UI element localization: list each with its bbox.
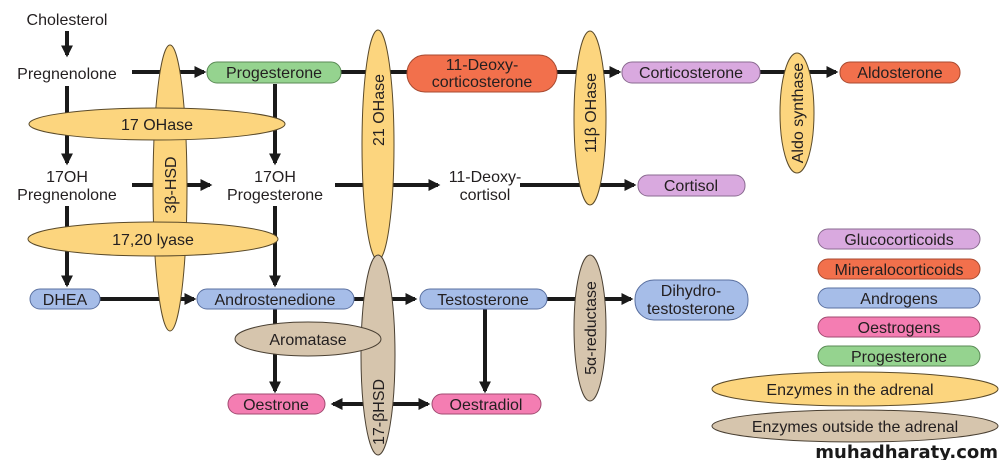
legend-label: Enzymes in the adrenal: [766, 382, 933, 399]
legend-label: Progesterone: [851, 349, 947, 366]
legend-enzymes-outside: Enzymes outside the adrenal: [711, 409, 999, 443]
enzyme-label-17b-hsd: 17-βHSD: [371, 379, 388, 445]
compound-corticosterone: Corticosterone: [621, 61, 761, 84]
compound-17oh-progesterone: 17OH: [254, 169, 296, 186]
compound-pregnenolone: Pregnenolone: [17, 66, 117, 83]
enzyme-label: Aldo synthase: [790, 63, 807, 164]
enzyme-aldo-synthase: Aldo synthase: [779, 52, 815, 174]
legend-label: Mineralocorticoids: [835, 262, 964, 279]
legend-label: Oestrogens: [858, 320, 941, 337]
legend-label: Enzymes outside the adrenal: [752, 419, 958, 436]
compound-17oh-pregnenolone: Pregnenolone: [17, 187, 117, 204]
pill-label: Oestradiol: [450, 397, 523, 414]
pill-label: Dihydro-: [661, 283, 721, 300]
pill-label: DHEA: [43, 292, 88, 309]
compound-oestrone: Oestrone: [227, 393, 326, 415]
pill-label: Progesterone: [226, 65, 322, 82]
enzyme-label: Aromatase: [269, 332, 346, 349]
compound-dihydrotestosterone: Dihydro- testosterone: [634, 279, 749, 321]
compound-testosterone: Testosterone: [419, 288, 548, 310]
pill-label: Androstenedione: [215, 292, 336, 309]
enzyme-5a-reductase: 5α-reductase: [573, 254, 607, 402]
compound-androstenedione: Androstenedione: [196, 288, 355, 310]
compound-progesterone: Progesterone: [206, 61, 342, 84]
compound-cholesterol: Cholesterol: [27, 12, 108, 29]
compound-11-deoxycortisol: 11-Deoxy-: [449, 169, 522, 186]
compound-17oh-pregnenolone: 17OH: [46, 169, 88, 186]
enzyme-17-ohase: 17 OHase: [28, 107, 286, 141]
enzyme-label: 5α-reductase: [583, 281, 600, 375]
compound-17oh-progesterone: Progesterone: [227, 187, 323, 204]
pill-label: testosterone: [647, 301, 735, 318]
compound-11-deoxycortisol: cortisol: [460, 187, 511, 204]
legend-glucocorticoids: Glucocorticoids: [817, 228, 981, 250]
enzyme-label: 17,20 lyase: [112, 232, 194, 249]
pill-label: Testosterone: [437, 292, 529, 309]
compound-cortisol: Cortisol: [637, 174, 746, 197]
compound-oestradiol: Oestradiol: [431, 393, 542, 415]
legend-mineralocorticoids: Mineralocorticoids: [817, 258, 981, 280]
legend: Glucocorticoids Mineralocorticoids Andro…: [711, 228, 999, 443]
compound-dhea: DHEA: [29, 288, 101, 310]
enzyme-21-ohase: 21 OHase: [361, 29, 395, 261]
pill-label: corticosterone: [432, 74, 533, 91]
watermark: muhadharaty.com: [815, 442, 998, 460]
enzyme-label: 11β OHase: [583, 73, 600, 153]
compound-aldosterone: Aldosterone: [839, 61, 961, 84]
enzyme-aromatase: Aromatase: [234, 321, 382, 357]
enzyme-17b-hsd: [360, 254, 396, 456]
enzyme-label: 21 OHase: [371, 74, 388, 146]
legend-oestrogens: Oestrogens: [817, 316, 981, 338]
legend-progesterone: Progesterone: [817, 345, 981, 367]
legend-label: Androgens: [860, 291, 937, 308]
enzyme-label-3b-hsd: 3β-HSD: [163, 156, 180, 213]
enzyme-label: 17 OHase: [121, 117, 193, 134]
enzyme-11b-ohase: 11β OHase: [573, 30, 607, 206]
compound-11-deoxycorticosterone: 11-Deoxy- corticosterone: [406, 54, 558, 93]
legend-androgens: Androgens: [817, 287, 981, 309]
pill-label: Cortisol: [664, 178, 718, 195]
pill-label: Aldosterone: [857, 65, 942, 82]
pill-label: Oestrone: [243, 397, 309, 414]
pill-label: 11-Deoxy-: [446, 57, 519, 74]
enzyme-17-20-lyase: 17,20 lyase: [27, 221, 279, 257]
pill-label: Corticosterone: [639, 65, 743, 82]
legend-enzymes-adrenal: Enzymes in the adrenal: [711, 371, 999, 407]
legend-label: Glucocorticoids: [844, 232, 953, 249]
